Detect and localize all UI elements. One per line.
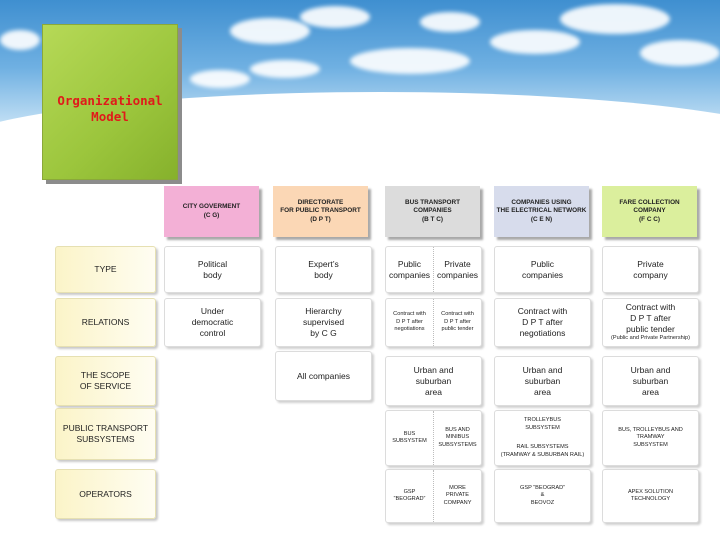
cell-relations-btc-tender: Contract with D P T after public tender <box>433 299 481 346</box>
cell-operators-btc-private: MORE PRIVATE COMPANY <box>433 470 481 522</box>
cell-subsystems-fcc: BUS, TROLLEYBUS AND TRAMWAY SUBSYSTEM <box>602 410 699 466</box>
title-card: Organizational Model <box>42 24 178 180</box>
row-label-relations: RELATIONS <box>55 298 156 347</box>
cell-type-btc-public: Public companies <box>388 258 431 280</box>
header-directorate: DIRECTORATE FOR PUBLIC TRANSPORT (D P T) <box>273 186 368 237</box>
cloud <box>420 12 480 32</box>
cloud <box>640 40 720 66</box>
header-electrical-network: COMPANIES USING THE ELECTRICAL NETWORK (… <box>494 186 589 237</box>
header-city-government: CITY GOVERMENT (C G) <box>164 186 259 237</box>
cell-type-fcc: Private company <box>602 246 699 293</box>
cell-relations-btc: Contract with D P T after negotiations C… <box>385 298 482 347</box>
cell-relations-dpt: Hierarchy supervised by C G <box>275 298 372 347</box>
cell-type-dpt: Expert’s body <box>275 246 372 293</box>
cell-scope-cen: Urban and suburban area <box>494 356 591 406</box>
row-label-subsystems: PUBLIC TRANSPORT SUBSYSTEMS <box>55 408 156 460</box>
cell-relations-cen: Contract with D P T after negotiations <box>494 298 591 347</box>
cell-subsystems-btc-minibus: BUS AND MINIBUS SUBSYSTEMS <box>433 411 481 465</box>
cell-type-btc-private: Private companies <box>433 247 481 292</box>
header-bus-transport: BUS TRANSPORT COMPANIES (B T C) <box>385 186 480 237</box>
cell-relations-fcc: Contract with D P T after public tender … <box>602 298 699 347</box>
cell-operators-btc-gsp: GSP “BEOGRAD” <box>393 488 426 503</box>
cell-operators-btc: GSP “BEOGRAD” MORE PRIVATE COMPANY <box>385 469 482 523</box>
cloud <box>300 6 370 28</box>
cloud <box>250 60 320 78</box>
cell-subsystems-btc-bus: BUS SUBSYSTEM <box>392 430 427 445</box>
cloud <box>0 30 40 50</box>
cell-relations-fcc-note: (Public and Private Partnership) <box>611 335 690 342</box>
cloud <box>350 48 470 74</box>
cell-subsystems-btc: BUS SUBSYSTEM BUS AND MINIBUS SUBSYSTEMS <box>385 410 482 466</box>
cell-scope-fcc: Urban and suburban area <box>602 356 699 406</box>
cell-relations-cg: Under democratic control <box>164 298 261 347</box>
cell-subsystems-cen-rail: RAIL SUBSYSTEMS (TRAMWAY & SUBURBAN RAIL… <box>500 444 585 458</box>
cloud <box>560 4 670 34</box>
cell-subsystems-cen: TROLLEYBUS SUBSYSTEM RAIL SUBSYSTEMS (TR… <box>494 410 591 466</box>
cell-subsystems-cen-trolleybus: TROLLEYBUS SUBSYSTEM <box>524 417 561 431</box>
cloud <box>490 30 580 54</box>
cell-relations-fcc-text: Contract with D P T after public tender <box>625 302 676 335</box>
cell-operators-fcc: APEX SOLUTION TECHNOLOGY <box>602 469 699 523</box>
cell-scope-dpt: All companies <box>275 351 372 401</box>
row-label-scope: THE SCOPE OF SERVICE <box>55 356 156 406</box>
header-fare-collection: FARE COLLECTION COMPANY (F C C) <box>602 186 697 237</box>
cell-type-btc: Public companies Private companies <box>385 246 482 293</box>
row-label-operators: OPERATORS <box>55 469 156 519</box>
cell-type-cen: Public companies <box>494 246 591 293</box>
cell-operators-cen: GSP “BEOGRAD” & BEOVOZ <box>494 469 591 523</box>
cell-type-cg: Political body <box>164 246 261 293</box>
cell-relations-btc-negotiations: Contract with D P T after negotiations <box>393 311 426 333</box>
row-label-type: TYPE <box>55 246 156 293</box>
cell-scope-btc: Urban and suburban area <box>385 356 482 406</box>
page-title: Organizational Model <box>57 93 163 124</box>
cloud <box>190 70 250 88</box>
cloud <box>230 18 310 44</box>
